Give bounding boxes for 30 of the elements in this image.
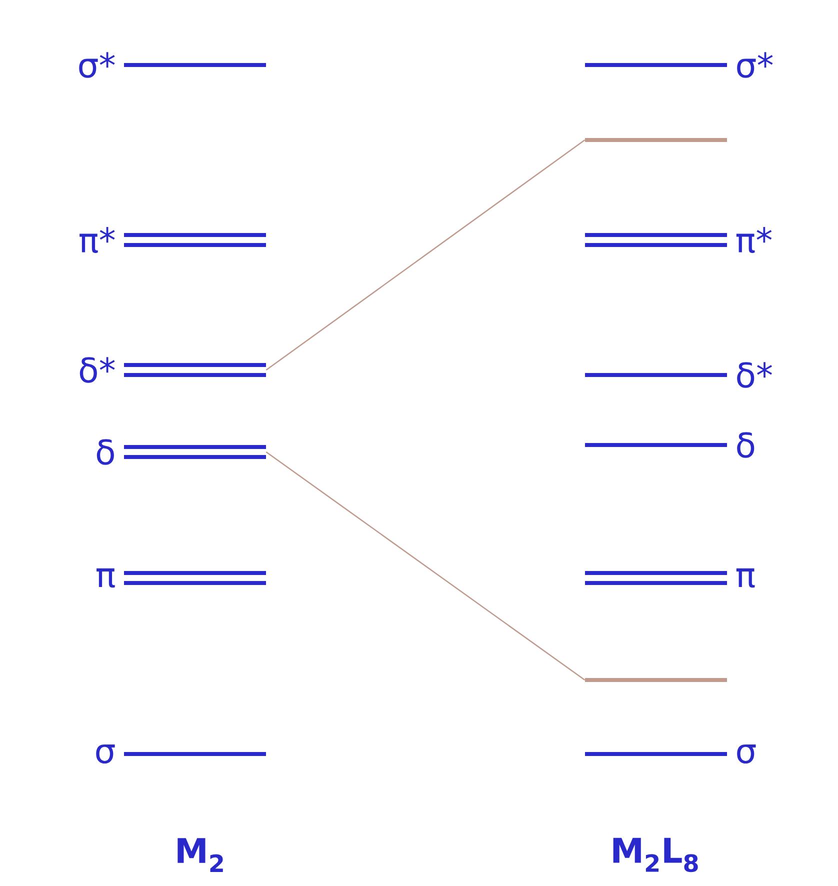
energy-level [124,363,266,377]
level-label: σ [96,744,115,764]
energy-level [585,571,727,585]
energy-level [585,233,727,247]
level-label: σ [737,744,756,764]
level-label: δ* [80,357,115,383]
level-label: π* [80,227,115,253]
energy-level [124,752,266,756]
energy-level [585,373,727,377]
level-label: σ* [79,52,115,78]
level-label: π [96,568,115,588]
level-label: δ [96,439,114,465]
level-label: π* [736,227,772,253]
energy-level [585,678,727,682]
molecule-label: M$_{2}$L$_{8}$ [613,838,698,872]
energy-level [124,571,266,585]
energy-level [124,63,266,67]
level-label: π [736,568,755,588]
energy-level [585,443,727,447]
level-label: δ* [737,362,772,388]
level-label: δ [737,432,754,458]
energy-level [585,63,727,67]
connector-line [266,451,586,681]
energy-level [585,752,727,756]
molecule-label: M$_{2}$ [178,838,223,872]
energy-level [124,233,266,247]
connector-line [266,139,586,371]
level-label: σ* [737,52,773,78]
energy-level [585,138,727,142]
energy-level [124,445,266,459]
